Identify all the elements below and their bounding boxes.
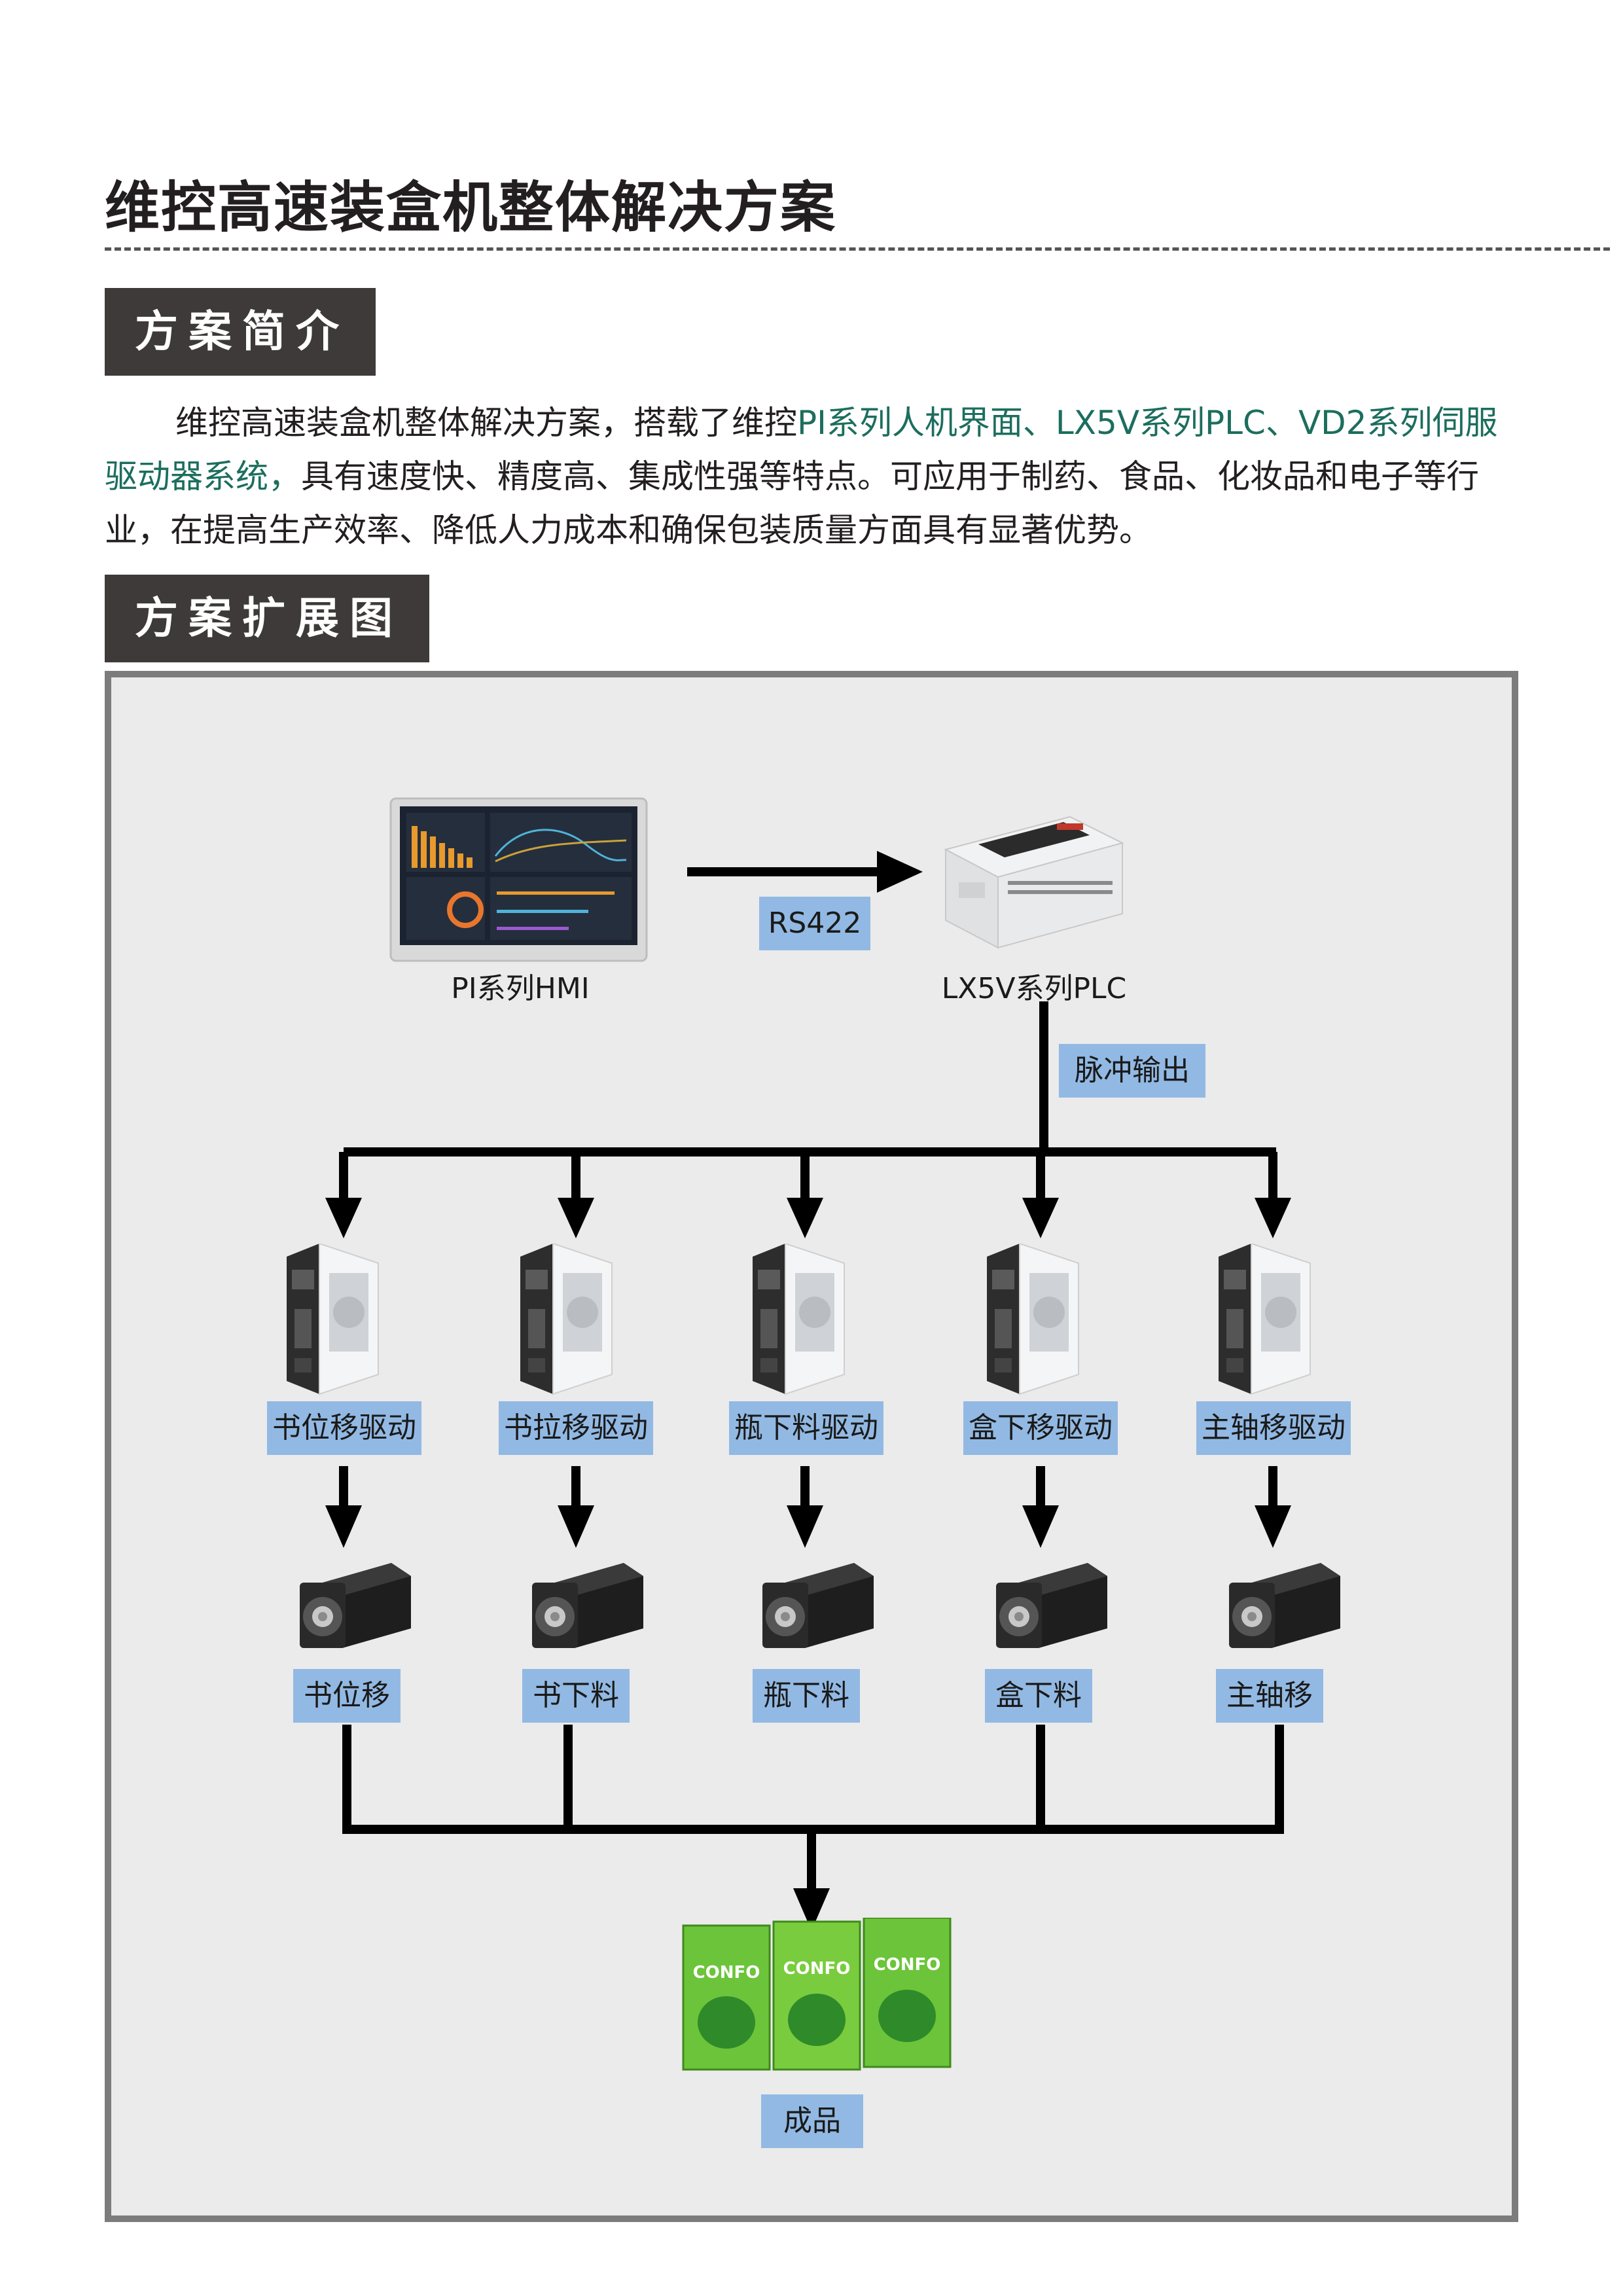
title-divider: [105, 247, 1610, 251]
bus-drops: [339, 1152, 1277, 1198]
rs422-label: RS422: [759, 897, 870, 950]
servo-drive-3-image: [752, 1244, 845, 1395]
motor-label-5: 主轴移: [1216, 1669, 1323, 1723]
arrowheads: [325, 851, 1291, 1931]
product-label: 成品: [761, 2094, 863, 2148]
drive-label-1: 书位移驱动: [267, 1401, 421, 1455]
servo-drive-1-image: [286, 1244, 379, 1395]
product-brand-1: CONFO: [693, 1963, 760, 1982]
section-header-diagram: 方案扩展图: [105, 575, 429, 662]
section-header-intro: 方案简介: [105, 288, 376, 376]
drive-label-2: 书拉移驱动: [499, 1401, 653, 1455]
drive-motor-links: [339, 1466, 1277, 1505]
drive-label-5: 主轴移驱动: [1196, 1401, 1351, 1455]
output-collector: [342, 1725, 1284, 1892]
page-title: 维控高速装盒机整体解决方案: [105, 175, 837, 240]
servo-motor-3-image: [762, 1563, 874, 1648]
intro-paragraph: 维控高速装盒机整体解决方案，搭载了维控PI系列人机界面、LX5V系列PLC、VD…: [105, 396, 1525, 557]
plc-device-image: [944, 816, 1124, 949]
servo-motor-4-image: [996, 1563, 1107, 1648]
servo-drive-2-image: [520, 1244, 613, 1395]
motor-label-2: 书下料: [522, 1669, 630, 1723]
pulse-output-label: 脉冲输出: [1059, 1044, 1205, 1098]
hmi-device-image: [389, 797, 648, 962]
servo-drive-5-image: [1218, 1244, 1311, 1395]
product-brand-2: CONFO: [783, 1959, 851, 1979]
drive-label-3: 瓶下料驱动: [729, 1401, 883, 1455]
intro-highlight: PI系列人机界面、LX5V系列PLC、VD2系列伺服驱动器系统，: [105, 404, 1498, 495]
intro-rest: 具有速度快、精度高、集成性强等特点。可应用于制药、食品、化妆品和电子等行业，在提…: [105, 457, 1479, 549]
intro-lead: 维控高速装盒机整体解决方案，搭载了维控: [175, 404, 797, 442]
motor-label-3: 瓶下料: [753, 1669, 860, 1723]
hmi-label: PI系列HMI: [451, 972, 590, 1005]
finished-product-image: CONFO CONFO CONFO: [682, 1918, 952, 2071]
motor-label-4: 盒下料: [985, 1669, 1092, 1723]
product-brand-3: CONFO: [874, 1955, 941, 1975]
servo-drive-4-image: [986, 1244, 1079, 1395]
plc-label: LX5V系列PLC: [941, 972, 1127, 1005]
servo-motor-1-image: [300, 1563, 411, 1648]
servo-motor-2-image: [532, 1563, 643, 1648]
motor-label-1: 书位移: [293, 1669, 401, 1723]
drive-label-4: 盒下移驱动: [963, 1401, 1118, 1455]
servo-motor-5-image: [1229, 1563, 1340, 1648]
